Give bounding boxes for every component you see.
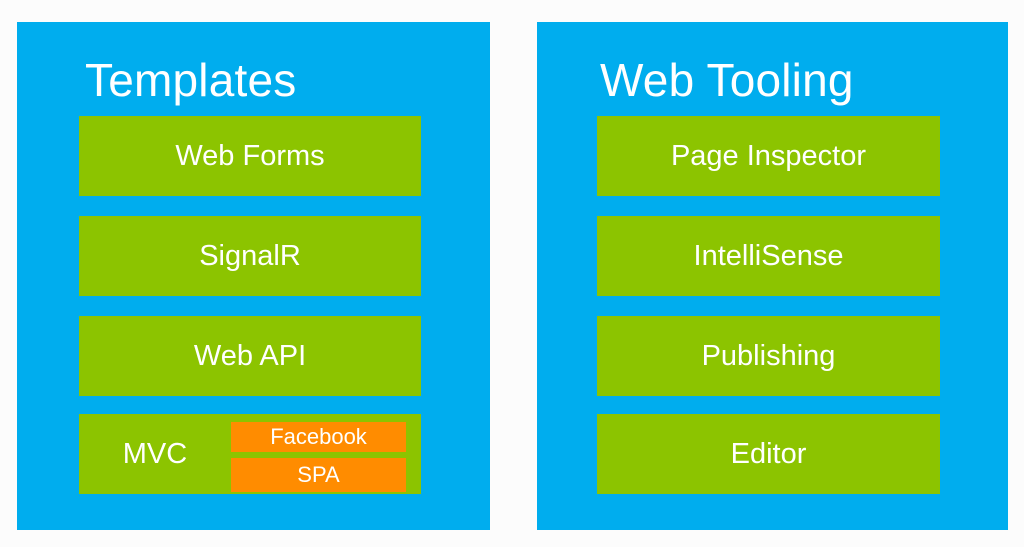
item-label: MVC	[122, 437, 188, 470]
item-label: Page Inspector	[670, 139, 867, 172]
panel-templates: Templates Web Forms SignalR Web API MVC …	[17, 22, 490, 530]
panel-title-templates: Templates	[85, 54, 297, 106]
item-mvc[interactable]: MVC Facebook SPA	[79, 414, 421, 494]
panel-title-web-tooling: Web Tooling	[600, 54, 854, 106]
item-signalr[interactable]: SignalR	[79, 216, 421, 296]
subitem-label: SPA	[297, 462, 340, 487]
item-label: Web Forms	[175, 139, 325, 172]
subitem-label: Facebook	[270, 424, 367, 449]
item-label: IntelliSense	[693, 239, 844, 272]
item-web-forms[interactable]: Web Forms	[79, 116, 421, 196]
item-label: Publishing	[701, 339, 836, 372]
item-publishing[interactable]: Publishing	[597, 316, 940, 396]
item-intellisense[interactable]: IntelliSense	[597, 216, 940, 296]
item-label: Editor	[730, 437, 807, 470]
item-label: SignalR	[199, 239, 301, 272]
item-page-inspector[interactable]: Page Inspector	[597, 116, 940, 196]
mvc-subitem-list: Facebook SPA	[231, 414, 421, 494]
item-editor[interactable]: Editor	[597, 414, 940, 494]
subitem-facebook[interactable]: Facebook	[231, 422, 406, 452]
panel-web-tooling: Web Tooling Page Inspector IntelliSense …	[537, 22, 1008, 530]
subitem-spa[interactable]: SPA	[231, 458, 406, 492]
item-web-api[interactable]: Web API	[79, 316, 421, 396]
item-label: Web API	[193, 339, 307, 372]
